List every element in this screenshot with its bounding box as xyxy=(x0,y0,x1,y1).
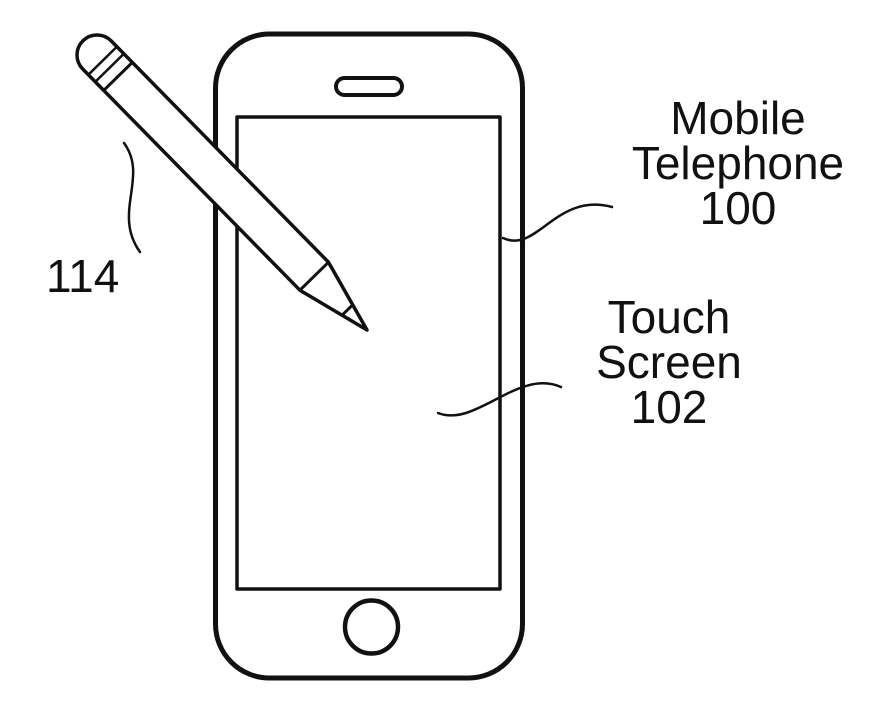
screen-label: Touch Screen 102 xyxy=(579,291,759,433)
stylus-ref-number: 114 xyxy=(46,250,120,302)
speaker-slot xyxy=(334,76,404,97)
home-button xyxy=(342,598,401,656)
phone-label-line1: Mobile xyxy=(670,92,806,144)
stylus-eraser-hatch xyxy=(88,46,124,82)
screen-label-line2: Screen xyxy=(596,336,742,388)
leader-line-102 xyxy=(436,382,563,417)
stylus-label: 114 xyxy=(46,253,166,299)
leader-line-114 xyxy=(122,141,142,254)
line-art xyxy=(75,31,614,681)
stylus xyxy=(75,33,369,332)
leader-line-100 xyxy=(501,203,614,242)
phone-body xyxy=(213,31,525,681)
phone-ref-number: 100 xyxy=(699,182,777,234)
phone-label-line2: Telephone xyxy=(631,137,845,189)
phone-label: Mobile Telephone 100 xyxy=(598,92,878,234)
screen-ref-number: 102 xyxy=(630,381,708,433)
stylus-detail-lines xyxy=(102,60,355,317)
touch-screen xyxy=(235,115,502,591)
screen-label-line1: Touch xyxy=(607,291,731,343)
